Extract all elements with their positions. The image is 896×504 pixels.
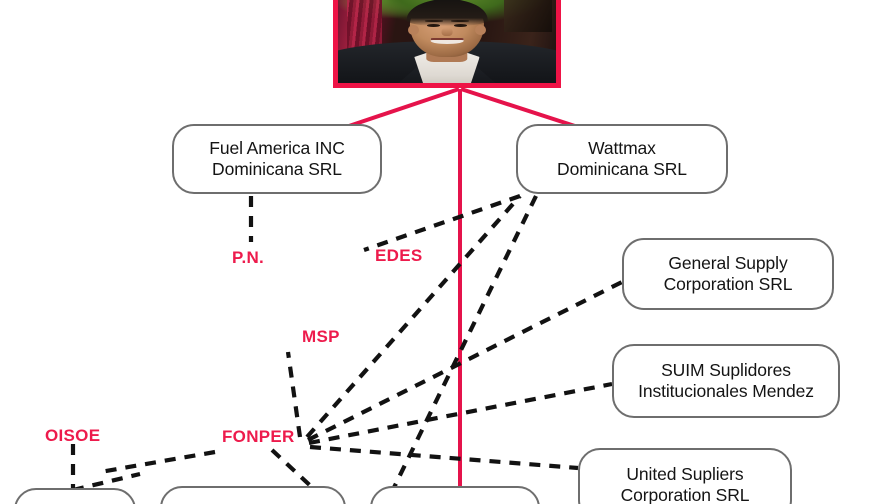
red-edge-person-wattmax	[460, 87, 579, 129]
node-united-supliers[interactable]: United Supliers Corporation SRL	[578, 448, 792, 504]
node-general-supply[interactable]: General Supply Corporation SRL	[622, 238, 834, 310]
dash-fonper-general	[307, 280, 623, 442]
tag-fonper[interactable]: FONPER	[222, 427, 295, 446]
node-label: United Supliers Corporation SRL	[620, 464, 750, 504]
node-label: Fuel America INC Dominicana SRL	[209, 138, 345, 179]
tag-edes[interactable]: EDES	[375, 246, 423, 265]
node-bottom-middle-partial[interactable]	[160, 486, 346, 504]
node-label: Wattmax Dominicana SRL	[557, 138, 687, 179]
node-bottom-left-partial[interactable]	[14, 488, 136, 504]
dashed-connectors	[70, 194, 623, 504]
red-edge-person-fuel	[345, 87, 460, 129]
tag-msp[interactable]: MSP	[302, 327, 340, 346]
dash-fonper-oisoe	[99, 449, 216, 475]
node-label: SUIM Suplidores Institucionales Mendez	[638, 360, 814, 401]
node-wattmax[interactable]: Wattmax Dominicana SRL	[516, 124, 728, 194]
dash-edes-bottom	[384, 195, 538, 504]
person-photo	[333, 0, 561, 88]
tag-oisoe[interactable]: OISOE	[45, 426, 101, 445]
node-label: General Supply Corporation SRL	[663, 253, 793, 294]
node-bottom-right-partial[interactable]	[370, 486, 540, 504]
tag-pn[interactable]: P.N.	[232, 248, 265, 267]
dash-fonper-suim	[308, 381, 613, 446]
node-suim-suplidores[interactable]: SUIM Suplidores Institucionales Mendez	[612, 344, 840, 418]
person-photo-image	[338, 0, 556, 83]
dash-fonper-united	[309, 444, 579, 471]
dash-fonper-wattmax	[305, 194, 522, 439]
node-fuel-america[interactable]: Fuel America INC Dominicana SRL	[172, 124, 382, 194]
dash-wattmax-edes	[363, 194, 521, 252]
dash-fonper-msp	[285, 351, 303, 438]
